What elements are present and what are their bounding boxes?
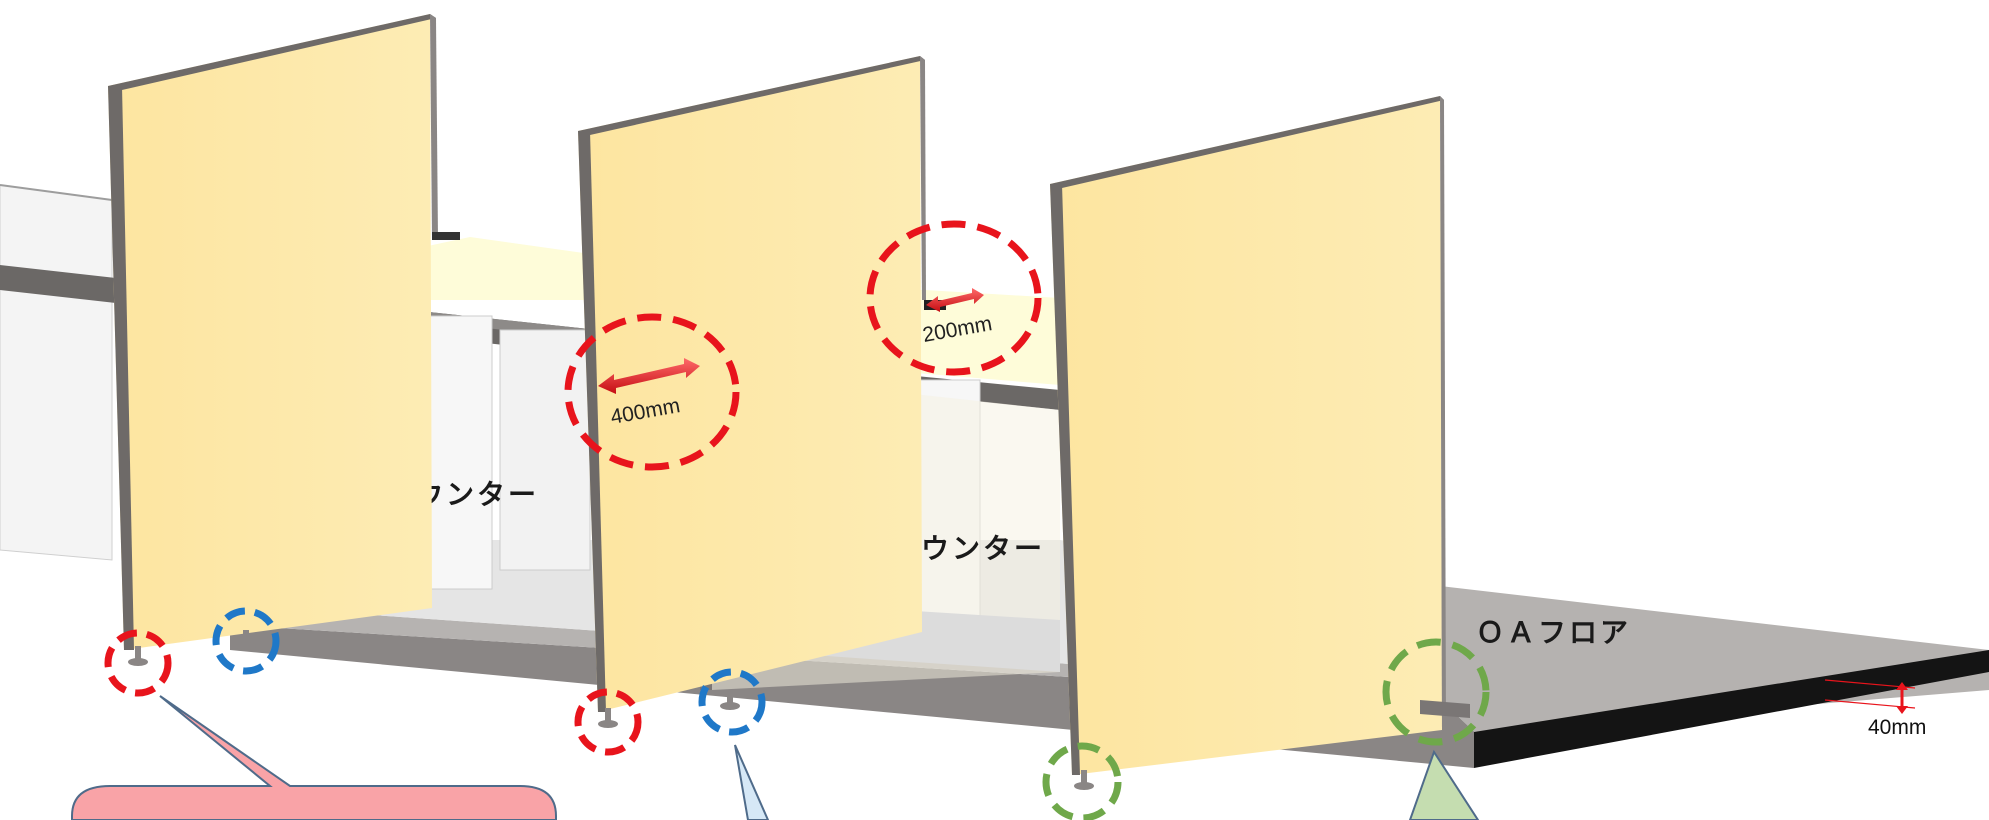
- partition-panel-2: [578, 56, 926, 712]
- green-callout: [1408, 749, 1480, 820]
- leveling-foot-icon: [720, 690, 740, 710]
- red-marker-circle: [104, 629, 172, 697]
- dimension-40mm: 40mm: [1824, 679, 1926, 739]
- leveling-foot-icon: [236, 630, 256, 650]
- leveling-foot-icon: [598, 708, 618, 728]
- partition-panel-3: [1050, 96, 1446, 775]
- green-marker-circle: [1042, 742, 1122, 820]
- oa-floor-front-edge: [1474, 650, 1989, 768]
- blue-callout: [734, 744, 770, 820]
- blue-marker-circle: [212, 607, 280, 675]
- oa-floor-label: ＯＡフロア: [1476, 616, 1631, 649]
- background-wall-box: [0, 184, 113, 561]
- leveling-foot-icon: [128, 646, 148, 666]
- leveling-foot-icon: [1074, 770, 1094, 790]
- red-marker-circle: [574, 688, 642, 756]
- green-marker-circle: [1382, 638, 1490, 746]
- dimension-400mm: 400mm: [564, 313, 740, 471]
- oa-floor: 40mm: [1440, 586, 1989, 768]
- red-callout: [71, 695, 557, 820]
- double-arrow-icon: [598, 358, 700, 394]
- dimension-40mm-label: 40mm: [1868, 716, 1926, 739]
- partition-panel-1: [108, 14, 460, 650]
- blue-marker-circle: [698, 668, 766, 736]
- double-arrow-icon: [926, 288, 984, 312]
